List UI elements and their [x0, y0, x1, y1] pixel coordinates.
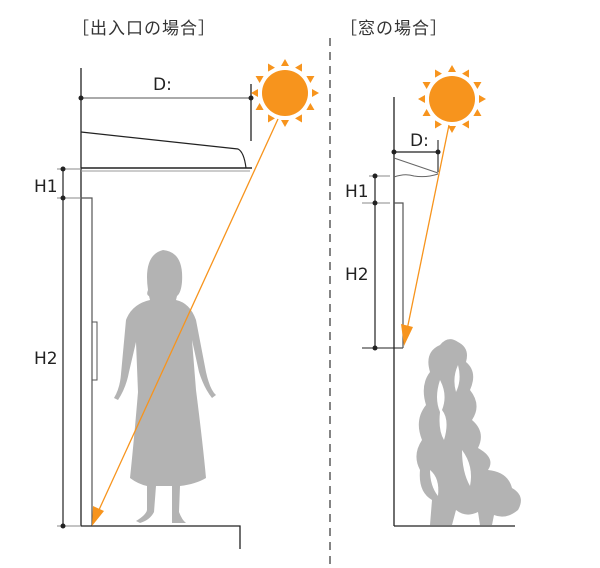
depth-label: D: [153, 75, 172, 95]
h2-label: H2 [345, 265, 369, 285]
h2-label: H2 [34, 349, 58, 369]
window-frame [394, 202, 404, 348]
ray-arrowhead [92, 506, 104, 526]
h1-label: H1 [34, 177, 58, 197]
canopy [80, 131, 247, 169]
window-diagram: D: H1 H2 [345, 65, 521, 527]
plant-silhouette [416, 339, 521, 525]
title-window: ［窓の場合］ [340, 19, 448, 39]
sun-icon [418, 65, 486, 133]
door-handle [91, 321, 98, 381]
title-entrance: ［出入口の場合］ [72, 19, 216, 39]
sun-ray [97, 118, 279, 513]
h1-label: H1 [345, 182, 369, 202]
sun-icon [251, 59, 319, 127]
ray-arrowhead [401, 324, 413, 346]
door-frame [81, 197, 93, 526]
depth-label: D: [410, 131, 429, 151]
floor-line [81, 525, 241, 549]
sun-ray [406, 124, 450, 331]
window-shade [393, 157, 439, 174]
entrance-diagram: D: H1 H2 [34, 59, 319, 549]
person-silhouette [114, 250, 216, 523]
